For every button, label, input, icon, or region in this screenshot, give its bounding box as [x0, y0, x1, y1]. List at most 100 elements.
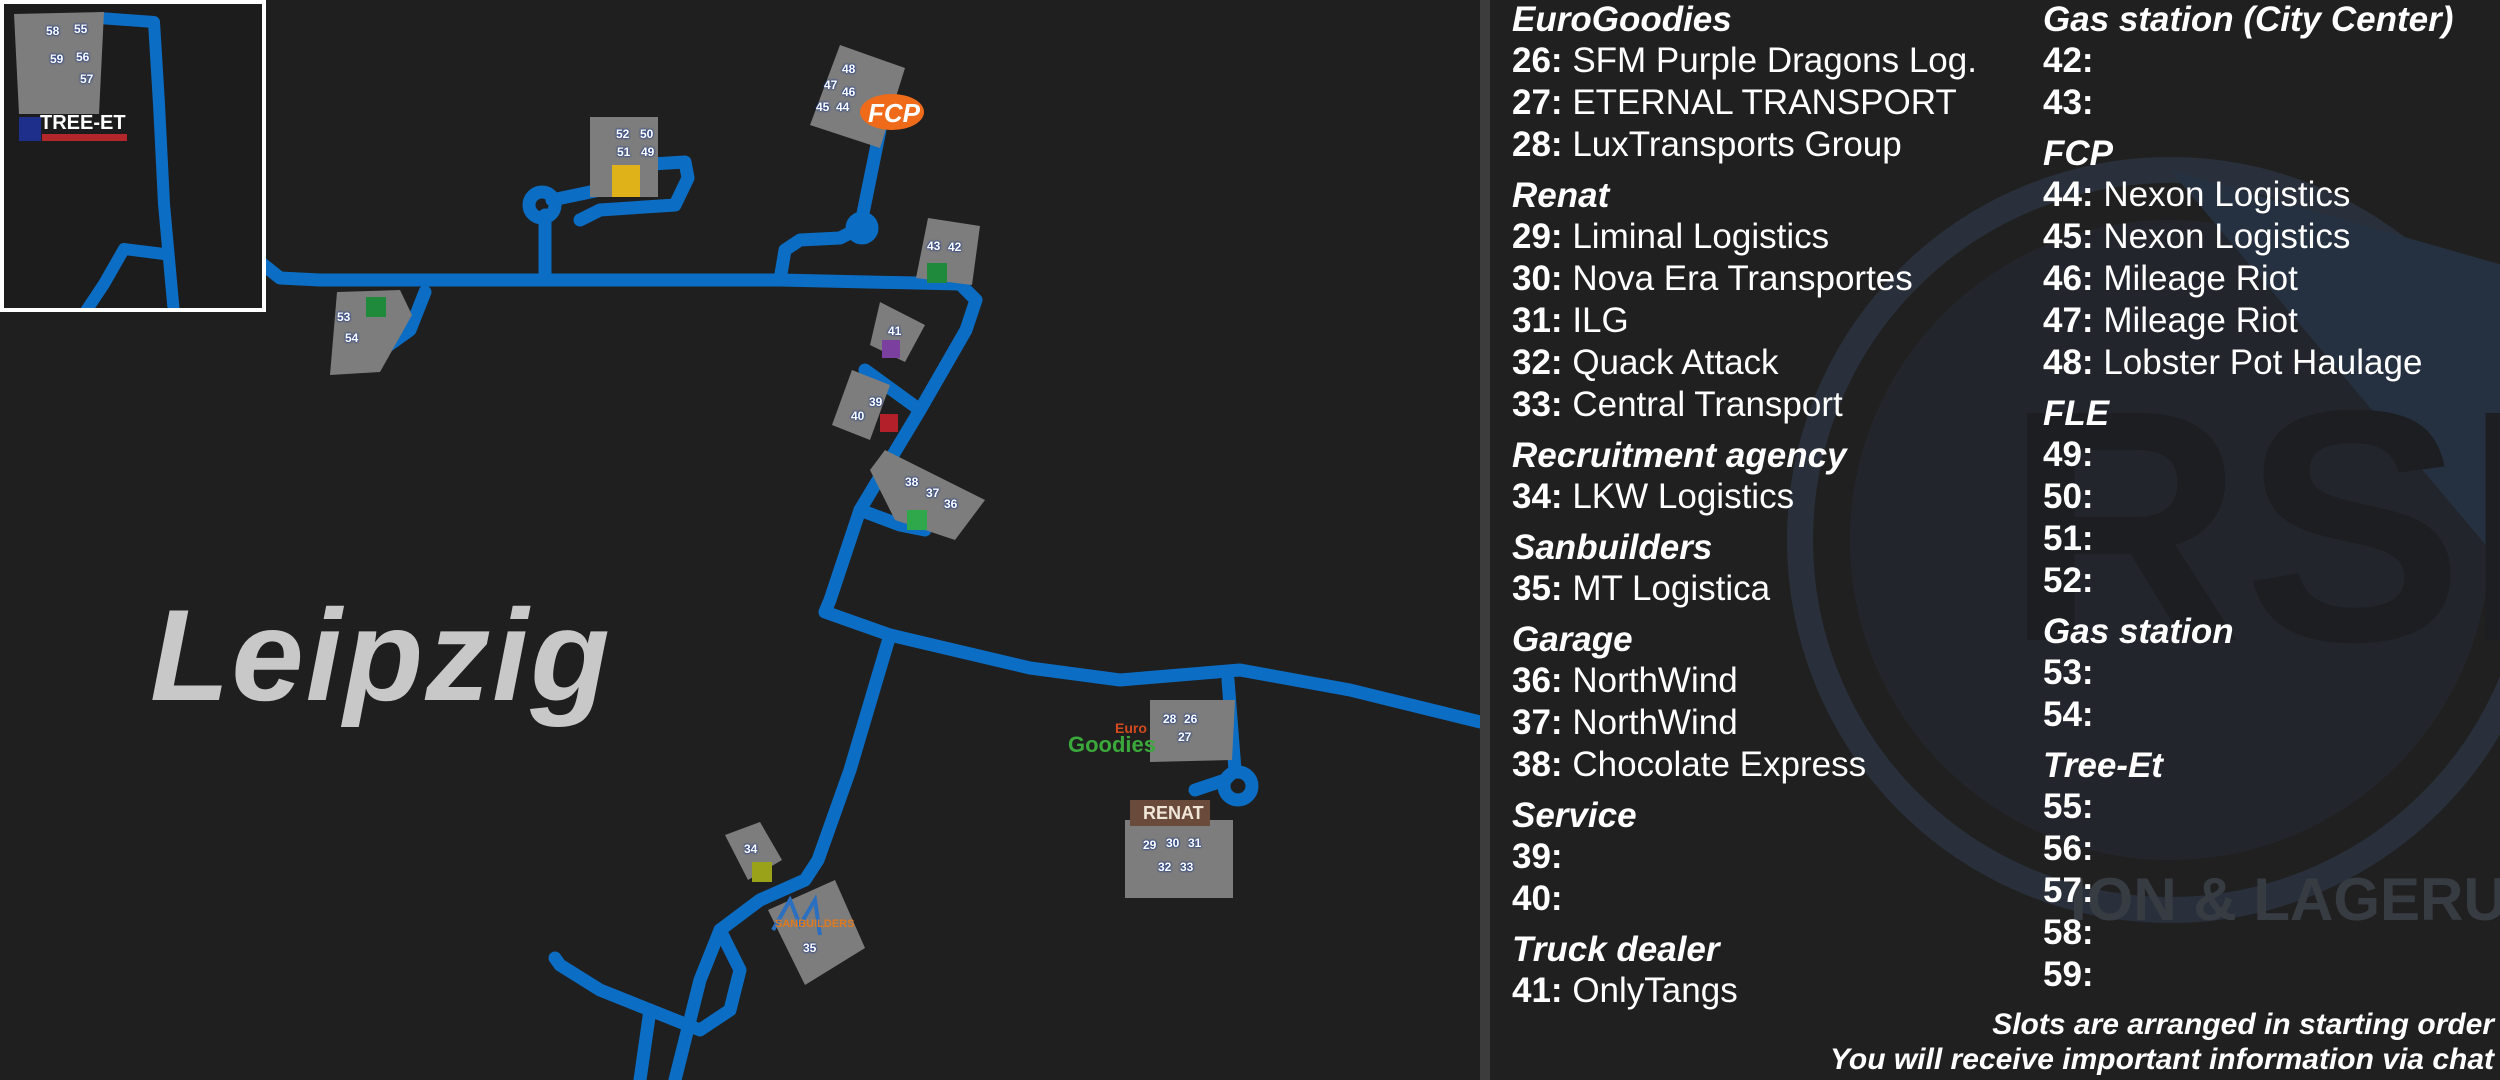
tree-et-inset[interactable]: 55 56 57 58 59 TREE-ET [0, 0, 266, 312]
slot-number: 57: [2043, 871, 2094, 910]
service-wrench-icon [880, 414, 898, 432]
legend-slot-entry: 30: Nova Era Transportes [1512, 258, 1977, 300]
legend-slot-entry: 57: [2043, 870, 2453, 912]
legend-category-title: Gas station [2043, 612, 2234, 651]
slot-label: 51 [617, 145, 631, 159]
slot-number: 34: [1512, 477, 1563, 516]
slot-company-name: Quack Attack [1572, 343, 1779, 382]
slot-label: 46 [842, 85, 856, 99]
slot-company-name: NorthWind [1572, 703, 1738, 742]
legend-slot-entry: 27: ETERNAL TRANSPORT [1512, 82, 1977, 124]
slot-company-name: Central Transport [1572, 385, 1843, 424]
slot-company-name: Chocolate Express [1572, 745, 1867, 784]
legend-slot-entry: 28: LuxTransports Group [1512, 124, 1977, 166]
slot-number: 51: [2043, 519, 2094, 558]
legend-category-title: Truck dealer [1512, 930, 1720, 969]
slot-label: 37 [926, 486, 940, 500]
legend-slot-entry: 49: [2043, 434, 2453, 476]
renat-logo-label: RENAT [1143, 803, 1204, 823]
legend-slot-entry: 51: [2043, 518, 2453, 560]
slot-number: 45: [2043, 217, 2094, 256]
slot-company-name: Nova Era Transportes [1572, 259, 1913, 298]
slot-number: 42: [2043, 41, 2094, 80]
slot-company-name: Nexon Logistics [2103, 175, 2351, 214]
tree-et-logo-bar [42, 134, 127, 141]
legend-slot-entry: 33: Central Transport [1512, 384, 1977, 426]
slot-number: 43: [2043, 83, 2094, 122]
legend-category-title: FCP [2043, 134, 2113, 173]
legend-slot-entry: 56: [2043, 828, 2453, 870]
road-network [253, 45, 1480, 1080]
slot-number: 50: [2043, 477, 2094, 516]
slot-company-name: LKW Logistics [1572, 477, 1795, 516]
slot-number: 47: [2043, 301, 2094, 340]
legend-slot-entry: 59: [2043, 954, 2453, 996]
slot-number: 36: [1512, 661, 1563, 700]
slot-label: 34 [744, 842, 758, 856]
slot-label: 39 [869, 395, 883, 409]
eurogoodies-logo-goodies: Goodies [1068, 732, 1157, 757]
slot-number: 27: [1512, 83, 1563, 122]
legend-category-title: Sanbuilders [1512, 528, 1713, 567]
tree-et-logo-icon [19, 117, 41, 141]
lot-gas [330, 290, 412, 375]
service-access [858, 363, 927, 417]
city-name-label: Leipzig [150, 582, 612, 728]
legend-slot-entry: 41: OnlyTangs [1512, 970, 1977, 1012]
legend-category-title: Gas station (City Center) [2043, 0, 2454, 39]
legend-slot-entry: 32: Quack Attack [1512, 342, 1977, 384]
slot-number: 56: [2043, 829, 2094, 868]
slot-number: 54: [2043, 695, 2094, 734]
slot-label: 43 [927, 239, 941, 253]
map-view[interactable]: FCP RENAT Euro Goodies SANBUILDERS 26 27… [0, 0, 1480, 1080]
fuel-icon-center [927, 263, 947, 283]
legend-category-title: EuroGoodies [1512, 0, 1732, 39]
legend-slot-entry: 38: Chocolate Express [1512, 744, 1977, 786]
legend-slot-entry: 52: [2043, 560, 2453, 602]
legend-slot-entry: 37: NorthWind [1512, 702, 1977, 744]
watermark-ring-text: ION & LAGERUNG [2070, 866, 2500, 933]
legend-slot-entry: 55: [2043, 786, 2453, 828]
slot-number: 53: [2043, 653, 2094, 692]
slot-number: 32: [1512, 343, 1563, 382]
slot-label: 27 [1178, 730, 1192, 744]
legend-category-title: Renat [1512, 176, 1610, 215]
fcp-access [773, 123, 887, 287]
rsl-watermark: RSL ION & LAGERUNG [1787, 157, 2500, 933]
lot-tree-et [14, 12, 104, 114]
inset-roads [14, 12, 180, 308]
slot-number: 44: [2043, 175, 2094, 214]
slot-company-name: Mileage Riot [2103, 301, 2298, 340]
legend-slot-entry: 46: Mileage Riot [2043, 258, 2453, 300]
slot-number: 59: [2043, 955, 2094, 994]
southwest-loop [548, 923, 747, 1037]
slot-label: 57 [80, 72, 94, 86]
legend-slot-entry: 45: Nexon Logistics [2043, 216, 2453, 258]
footer-line-chat: You will receive important information v… [1829, 1043, 2494, 1076]
slot-company-name: SFM Purple Dragons Log. [1572, 41, 1977, 80]
lot-garage [870, 450, 985, 540]
legend-slot-entry: 53: [2043, 652, 2453, 694]
slot-label: 54 [345, 331, 359, 345]
footer-line-order: Slots are arranged in starting order [1992, 1008, 2494, 1041]
slot-label: 52 [616, 127, 630, 141]
slot-label: 50 [640, 127, 654, 141]
slot-label: 56 [76, 50, 90, 64]
slot-company-name: Liminal Logistics [1572, 217, 1830, 256]
slot-label: 32 [1158, 860, 1172, 874]
truck-dealer-icon [882, 340, 900, 358]
slot-number: 41: [1512, 971, 1563, 1010]
slot-number: 38: [1512, 745, 1563, 784]
eurogoodies-logo-euro: Euro [1115, 720, 1147, 736]
legend-slot-entry: 54: [2043, 694, 2453, 736]
legend-category-title: Tree-Et [2043, 746, 2163, 785]
south-exit [633, 1003, 657, 1080]
legend-slot-entry: 42: [2043, 40, 2453, 82]
fcp-logo-icon [860, 94, 924, 130]
sanbuilders-logo-icon [771, 894, 822, 936]
legend-slot-entry: 43: [2043, 82, 2453, 124]
arrow-up-icon [612, 165, 640, 197]
